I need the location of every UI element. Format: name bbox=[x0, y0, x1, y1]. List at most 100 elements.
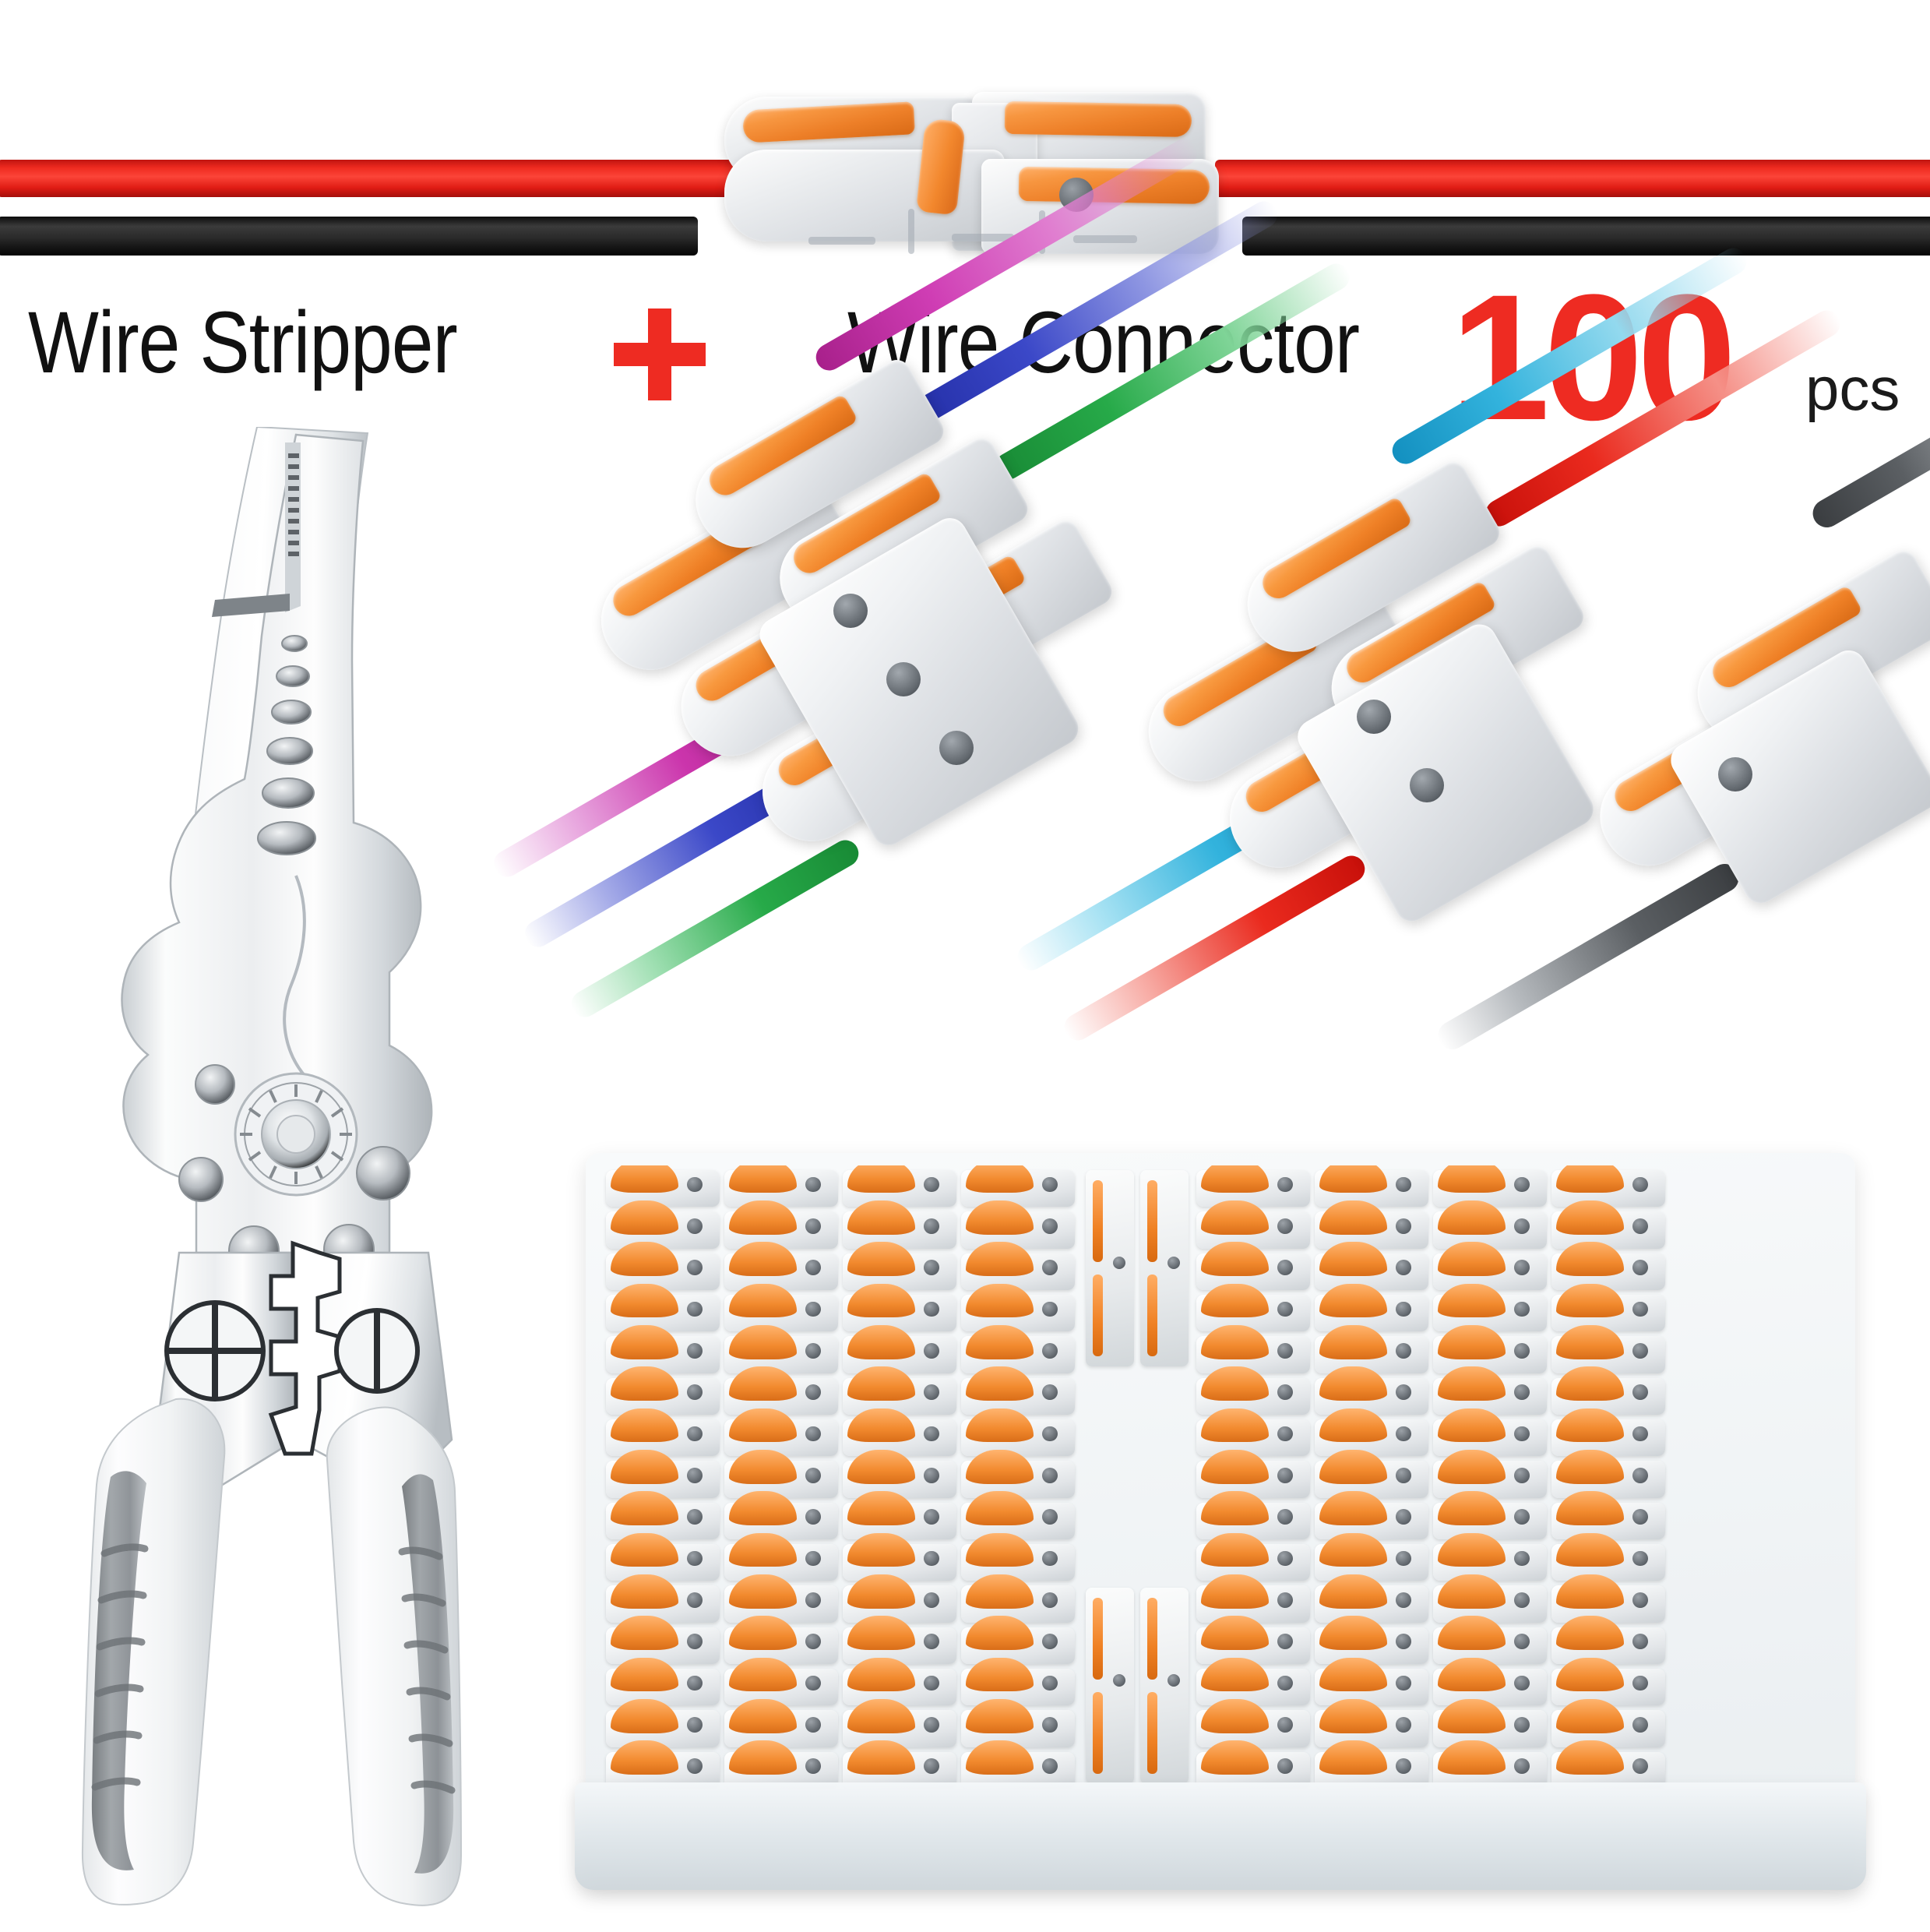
connector-hole bbox=[1513, 1592, 1530, 1608]
connector-lever bbox=[965, 1200, 1034, 1235]
connector-lever bbox=[847, 1532, 916, 1567]
tray-connector bbox=[606, 1200, 720, 1249]
tray-connector bbox=[606, 1325, 720, 1373]
connector-hole bbox=[1167, 1673, 1180, 1687]
connector-hole bbox=[686, 1260, 703, 1276]
crimp-die-split bbox=[334, 1308, 420, 1394]
title-wire-stripper: Wire Stripper bbox=[28, 294, 458, 391]
shell-ridge bbox=[808, 237, 875, 245]
connector-lever bbox=[1437, 1242, 1506, 1276]
tray-connector bbox=[724, 1200, 838, 1249]
connector-lever bbox=[610, 1408, 679, 1443]
tray-connector bbox=[1315, 1699, 1428, 1747]
connector-hole bbox=[1632, 1384, 1648, 1401]
connector-hole bbox=[1513, 1176, 1530, 1193]
connector-lever bbox=[1200, 1200, 1270, 1235]
tray-connector bbox=[843, 1325, 956, 1373]
tray-connector bbox=[606, 1165, 720, 1208]
connector-lever bbox=[1555, 1616, 1625, 1650]
tray-connector-center bbox=[1140, 1170, 1189, 1366]
connector-hole bbox=[1167, 1256, 1180, 1269]
connector-lever bbox=[1319, 1450, 1388, 1484]
connector-lever bbox=[1200, 1740, 1270, 1775]
test-hole-3-icon bbox=[939, 731, 974, 765]
connector-hole bbox=[805, 1342, 821, 1359]
connector-lever bbox=[1555, 1740, 1625, 1775]
tray-connector bbox=[1315, 1242, 1428, 1290]
connector-lever bbox=[1200, 1657, 1270, 1692]
connector-lever bbox=[965, 1616, 1034, 1650]
connector-lever bbox=[1437, 1325, 1506, 1359]
connector-lever bbox=[1200, 1491, 1270, 1525]
connector-hole bbox=[1277, 1342, 1293, 1359]
connector-hole bbox=[1513, 1634, 1530, 1650]
connector-lever bbox=[1146, 1597, 1158, 1680]
stripper-scribe-line bbox=[283, 875, 313, 1084]
connector-hole bbox=[1041, 1218, 1058, 1234]
connector-hole bbox=[1513, 1550, 1530, 1567]
connector-lever bbox=[610, 1450, 679, 1484]
connector-lever bbox=[1319, 1283, 1388, 1318]
connector-hole bbox=[1513, 1260, 1530, 1276]
connector-hole bbox=[1277, 1675, 1293, 1691]
tray-connector bbox=[606, 1699, 720, 1747]
tray-connector bbox=[1551, 1242, 1665, 1290]
connector-lever bbox=[1555, 1491, 1625, 1525]
connector-hole bbox=[1632, 1509, 1648, 1525]
tray-connector bbox=[843, 1616, 956, 1664]
tray-connector bbox=[1551, 1657, 1665, 1706]
tray-connector bbox=[1315, 1616, 1428, 1664]
connector-lever bbox=[1146, 1691, 1158, 1775]
tray-connector bbox=[724, 1657, 838, 1706]
tray-connector bbox=[724, 1165, 838, 1208]
connector-lever bbox=[1092, 1597, 1104, 1680]
quantity-unit-label: pcs bbox=[1805, 354, 1900, 423]
connector-hole bbox=[1632, 1176, 1648, 1193]
connector-hole bbox=[1277, 1592, 1293, 1608]
connector-lever bbox=[847, 1325, 916, 1359]
connector-hole bbox=[1395, 1301, 1411, 1317]
connector-lever bbox=[728, 1450, 798, 1484]
connector-lever bbox=[847, 1450, 916, 1484]
connector-hole bbox=[805, 1260, 821, 1276]
wire-stripper-illustration bbox=[81, 427, 463, 1906]
tray-front-lip bbox=[575, 1782, 1866, 1890]
connector-lever bbox=[1555, 1450, 1625, 1484]
connector-lever bbox=[1319, 1740, 1388, 1775]
connector-lever bbox=[1200, 1242, 1270, 1276]
connector-hole bbox=[1041, 1342, 1058, 1359]
tray-connector bbox=[724, 1366, 838, 1415]
connector-hole bbox=[1513, 1301, 1530, 1317]
tray-connector bbox=[606, 1450, 720, 1498]
connector-hole bbox=[1277, 1634, 1293, 1650]
connector-hole bbox=[805, 1716, 821, 1733]
tray-connector bbox=[961, 1200, 1075, 1249]
connector-hole bbox=[1041, 1467, 1058, 1483]
connector-lever bbox=[1319, 1165, 1388, 1193]
tray-connector bbox=[606, 1366, 720, 1415]
tray-connector bbox=[1433, 1491, 1547, 1539]
connector-lever bbox=[1200, 1574, 1270, 1609]
connector-lever bbox=[965, 1532, 1034, 1567]
connector-lever bbox=[847, 1200, 916, 1235]
connector-hole bbox=[1277, 1176, 1293, 1193]
tray-connector bbox=[1551, 1491, 1665, 1539]
connector-hole bbox=[805, 1758, 821, 1775]
wire-stripper-tool bbox=[62, 427, 545, 1907]
connector-hole bbox=[1041, 1716, 1058, 1733]
connector-hole bbox=[1632, 1592, 1648, 1608]
connector-hole bbox=[1041, 1509, 1058, 1525]
connector-hole bbox=[805, 1218, 821, 1234]
connector-lever bbox=[965, 1491, 1034, 1525]
stripper-left-grip-pad bbox=[91, 1471, 146, 1870]
connector-lever bbox=[847, 1491, 916, 1525]
connector-hole bbox=[1632, 1550, 1648, 1567]
connector-hole bbox=[1041, 1176, 1058, 1193]
lever-upper-right bbox=[1004, 100, 1192, 138]
connector-lever bbox=[1437, 1283, 1506, 1318]
connector-lever bbox=[728, 1200, 798, 1235]
tray-connector bbox=[724, 1242, 838, 1290]
one-port-connector-demo bbox=[1432, 352, 1930, 1055]
left-grip-ribs bbox=[91, 1543, 149, 1791]
